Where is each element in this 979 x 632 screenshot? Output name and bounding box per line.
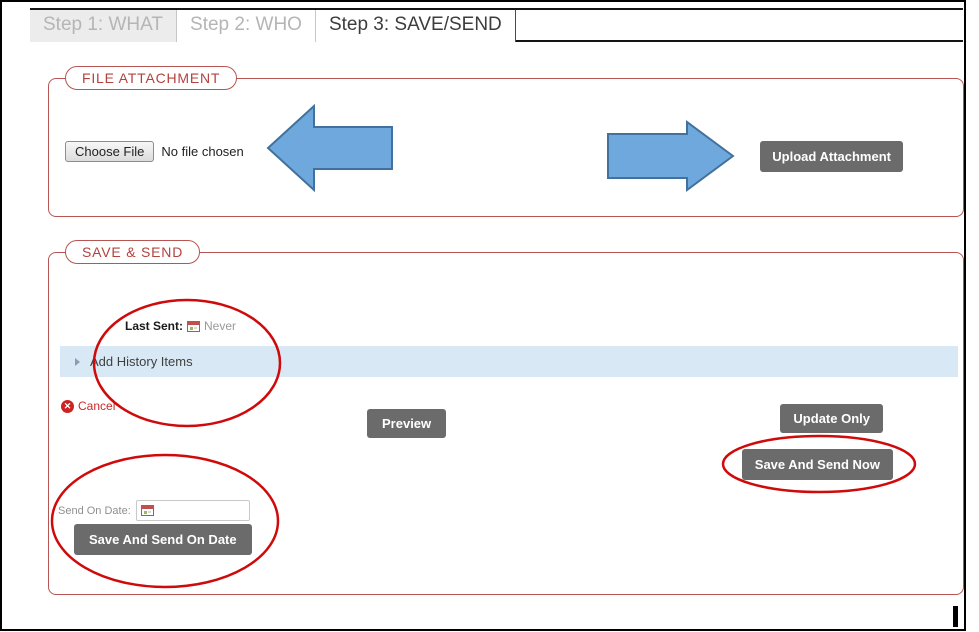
file-attachment-legend: FILE ATTACHMENT (65, 66, 238, 90)
file-input-row: Choose File No file chosen (65, 141, 244, 162)
cancel-label: Cancel (78, 399, 116, 413)
chevron-right-icon (75, 357, 80, 366)
cursor-artifact (953, 606, 958, 627)
save-and-send-now-button[interactable]: Save And Send Now (741, 449, 893, 480)
file-attachment-section: FILE ATTACHMENT Choose File No file chos… (48, 66, 964, 217)
save-send-section: SAVE & SEND Last Sent: Never Add History… (48, 240, 964, 595)
last-sent-row: Last Sent: Never (125, 319, 236, 333)
add-history-items-label: Add History Items (90, 354, 193, 369)
save-and-send-on-date-button[interactable]: Save And Send On Date (74, 524, 252, 555)
cancel-link[interactable]: ✕ Cancel (61, 399, 115, 413)
send-on-date-field (135, 500, 250, 521)
last-sent-label: Last Sent: (125, 319, 184, 333)
tab-step2-who[interactable]: Step 2: WHO (177, 10, 316, 42)
tab-step1-what[interactable]: Step 1: WHAT (30, 10, 178, 42)
cancel-icon: ✕ (61, 399, 74, 413)
update-only-button[interactable]: Update Only (780, 404, 883, 433)
last-sent-value: Never (204, 319, 237, 333)
upload-attachment-button[interactable]: Upload Attachment (760, 141, 903, 172)
save-send-legend: SAVE & SEND (65, 240, 201, 264)
choose-file-button[interactable]: Choose File (65, 141, 155, 162)
send-on-date-row: Send On Date: (58, 500, 250, 521)
add-history-items-toggle[interactable]: Add History Items (60, 346, 958, 377)
preview-button[interactable]: Preview (367, 409, 447, 438)
no-file-chosen-text: No file chosen (161, 144, 244, 159)
calendar-icon (187, 320, 201, 332)
wizard-tabs: Step 1: WHAT Step 2: WHO Step 3: SAVE/SE… (30, 8, 963, 42)
tab-step3-save-send[interactable]: Step 3: SAVE/SEND (315, 10, 516, 42)
calendar-icon (140, 504, 154, 516)
send-on-date-label: Send On Date: (58, 504, 131, 517)
tabbar-filler (515, 10, 963, 42)
